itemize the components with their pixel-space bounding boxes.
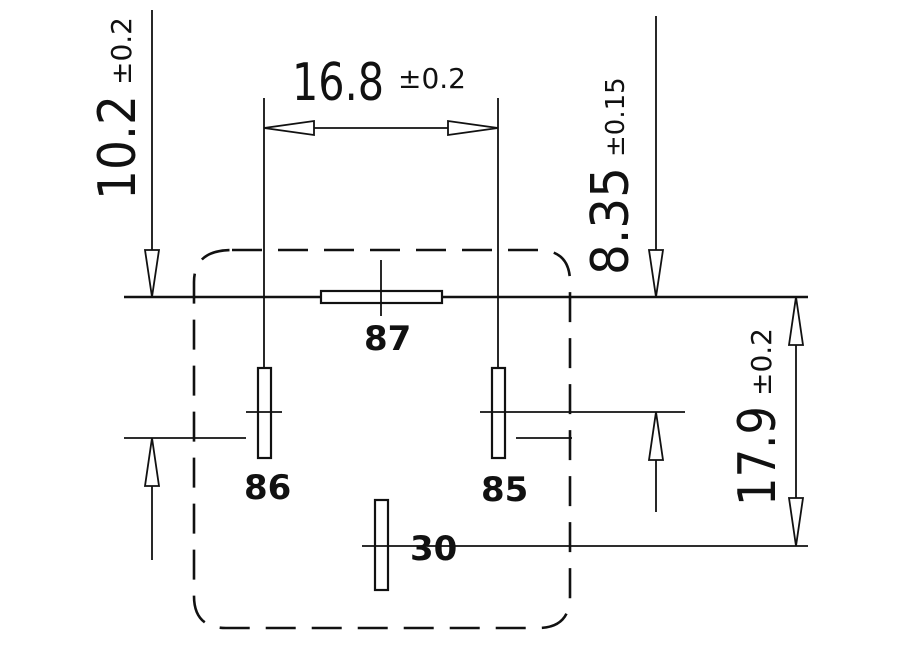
pin-spacing-value: 16.8	[292, 53, 384, 113]
left-offset-value: 10.2	[88, 95, 148, 200]
pin-85-offset-arrowhead	[647, 411, 665, 461]
right-offset-label: 8.35 ±0.15	[581, 77, 641, 275]
pin-30-blade	[373, 498, 390, 592]
vertical-span-tolerance: ±0.2	[745, 328, 778, 396]
pin-30-label: 30	[410, 529, 457, 569]
vertical-span-arrow-top	[787, 296, 805, 346]
pin-86-offset-arrowhead	[143, 437, 161, 487]
pin-86-label: 86	[244, 468, 291, 508]
pin-spacing-arrow-right	[447, 119, 499, 137]
right-offset-tolerance: ±0.15	[601, 77, 631, 157]
vertical-span-arrow-bottom	[787, 497, 805, 547]
pin-85-label: 85	[481, 470, 528, 510]
right-offset-arrowhead	[647, 249, 665, 298]
relay-outline-dashed	[192, 248, 572, 630]
pin-87-label: 87	[364, 319, 411, 359]
left-offset-label: 10.2 ±0.2	[88, 17, 148, 200]
pin-spacing-arrow-left	[263, 119, 315, 137]
left-offset-arrowhead	[143, 249, 161, 298]
pin-spacing-label: 16.8	[292, 53, 384, 113]
pin-86-blade	[256, 366, 273, 460]
pin-85-blade	[490, 366, 507, 460]
right-offset-value: 8.35	[581, 167, 641, 275]
pin-spacing-tolerance: ±0.2	[398, 62, 466, 95]
vertical-span-value: 17.9	[728, 406, 788, 506]
vertical-span-label: 17.9 ±0.2	[728, 328, 788, 506]
left-offset-tolerance: ±0.2	[105, 17, 138, 85]
